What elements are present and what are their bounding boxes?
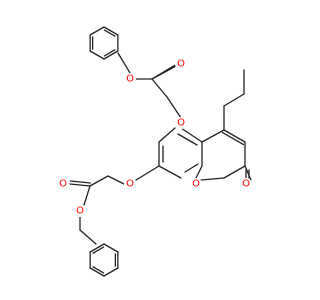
bond [103, 243, 119, 253]
atom-label: O [126, 74, 134, 85]
bond [103, 50, 119, 60]
bond [103, 49, 116, 57]
atom-label: O [126, 179, 134, 190]
bond [177, 133, 198, 146]
bond [117, 52, 131, 74]
bond [107, 175, 125, 185]
atom-label: O [242, 179, 250, 190]
bond [223, 93, 245, 107]
atom-label: O [59, 179, 67, 190]
bond [244, 165, 252, 181]
bond [69, 180, 91, 184]
atom-label: O [192, 179, 200, 190]
structure-diagram: O O O O O O O [57, 26, 252, 277]
atom-o-ester-top-single: O [124, 73, 136, 85]
bond [79, 229, 97, 245]
bond [221, 131, 245, 146]
bond [92, 246, 105, 254]
bond [89, 50, 105, 60]
bond [103, 29, 116, 37]
bond [92, 266, 105, 274]
atom-o-ether-bottom: O [124, 178, 136, 190]
bond [223, 165, 246, 179]
atom-o-ester-bottom-double: O [57, 178, 69, 190]
atom-label: O [177, 59, 185, 70]
bond [180, 127, 203, 143]
bond [195, 165, 203, 179]
bond [158, 165, 182, 179]
bond [83, 185, 91, 206]
bond [200, 177, 225, 181]
molecule-canvas: O O O O O O O [57, 26, 252, 277]
bond [184, 163, 199, 173]
bond [151, 78, 168, 98]
atom-o-lactone-carbonyl: O [240, 178, 252, 190]
bond [89, 26, 105, 36]
bond [103, 26, 119, 36]
atom-layer: O O O O O O O [57, 58, 252, 217]
atom-o-ester-top-double: O [175, 58, 187, 70]
atom-o-ether-top: O [175, 117, 187, 129]
bond [69, 183, 91, 187]
bond [89, 175, 109, 187]
bond [151, 63, 178, 80]
bond [103, 267, 119, 277]
atom-label: O [177, 118, 185, 129]
bond [158, 127, 176, 143]
atom-label: O [76, 206, 84, 217]
bond [135, 165, 160, 181]
bond [166, 96, 182, 119]
bond [89, 267, 105, 277]
bond [201, 129, 225, 143]
atom-o-ester-bottom-single: O [74, 205, 86, 217]
bond [223, 129, 246, 143]
bond-layer [69, 26, 252, 277]
bond [89, 243, 105, 253]
atom-o-ring: O [190, 178, 202, 190]
